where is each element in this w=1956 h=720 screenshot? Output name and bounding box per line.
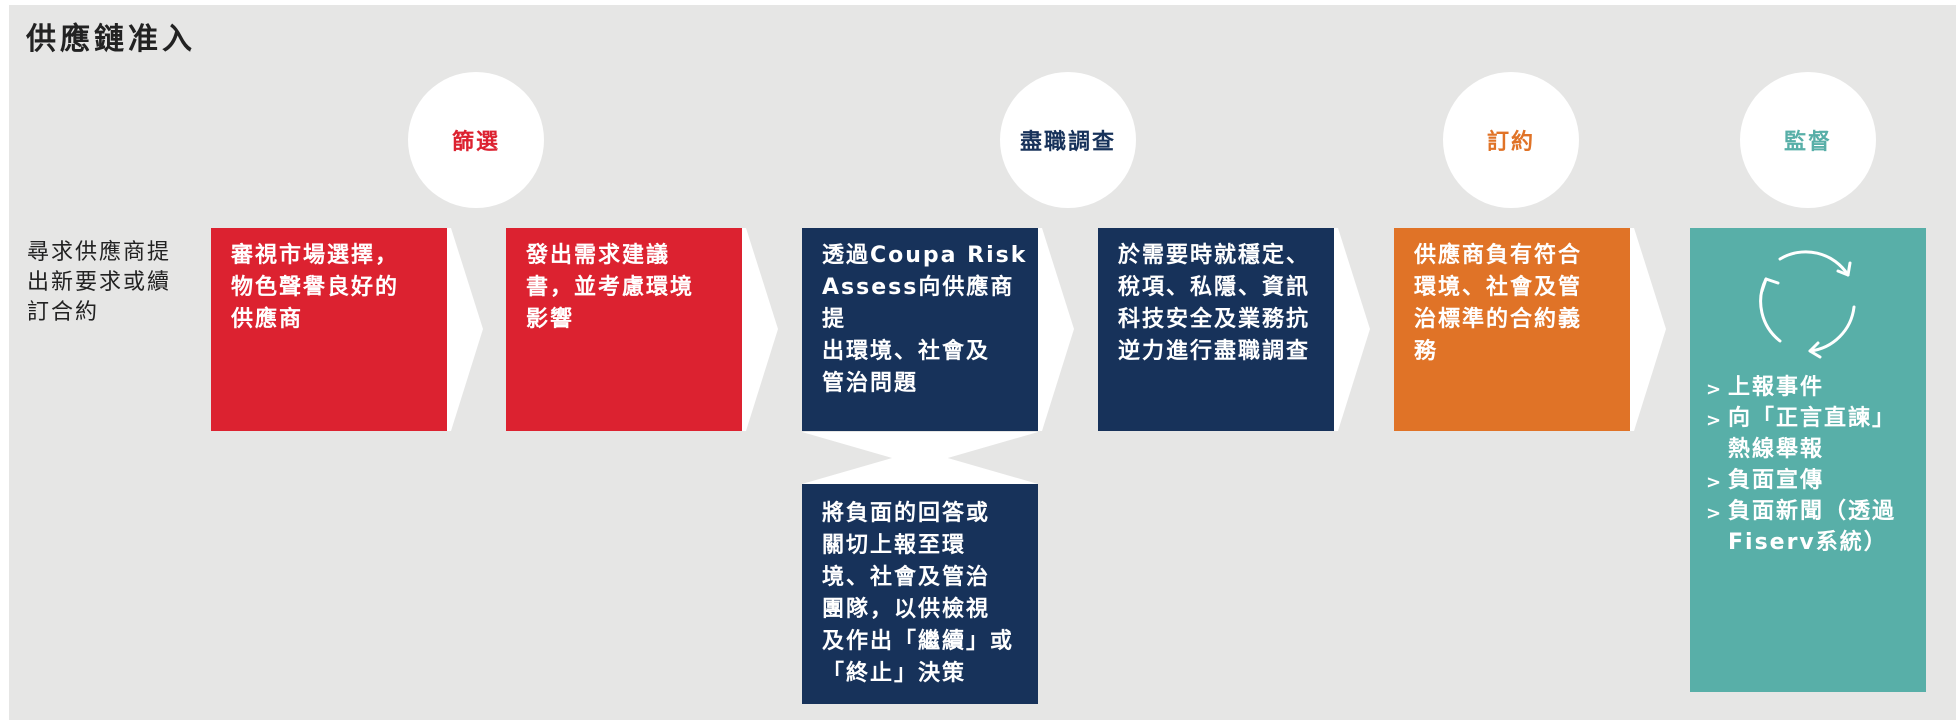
trigger-label: 尋求供應商提出新要求或續訂合約 (27, 240, 172, 325)
stage-contracting: 訂約 (1443, 72, 1579, 208)
chevron-arrow (742, 228, 778, 431)
monitoring-list: >上報事件 >向「正言直諫」熱線舉報 >負面宣傳 >負面新聞（透過Fiserv系… (1706, 372, 1918, 558)
stage-screening: 篩選 (408, 72, 544, 208)
chevron-right-icon: > (1706, 410, 1724, 431)
chevron-right-icon: > (1706, 379, 1724, 400)
step-box-contract-obligation: 供應商負有符合 環境、社會及管 治標準的合約義 務 (1394, 228, 1630, 431)
down-chevron-arrow (802, 432, 1038, 484)
stage-due-diligence: 盡職調查 (1000, 72, 1136, 208)
chevron-arrow (1038, 228, 1074, 431)
monitoring-item: >負面宣傳 (1706, 465, 1918, 496)
chevron-arrow (1334, 228, 1370, 431)
step-box-escalation: 將負面的回答或 關切上報至環 境、社會及管治 團隊，以供檢視 及作出「繼續」或 … (802, 484, 1038, 704)
step-box-coupa-risk: 透過Coupa Risk Assess向供應商提 出環境、社會及 管治問題 (802, 228, 1038, 431)
chevron-arrow (447, 228, 483, 431)
step-box-market-review: 審視市場選擇， 物色聲譽良好的 供應商 (211, 228, 447, 431)
monitoring-item: >負面新聞（透過Fiserv系統） (1706, 499, 1897, 555)
page-title: 供應鏈准入 (26, 22, 196, 57)
stage-monitoring: 監督 (1740, 72, 1876, 208)
refresh-cycle-icon (1759, 250, 1856, 359)
chevron-right-icon: > (1706, 503, 1724, 524)
chevron-right-icon: > (1706, 472, 1724, 493)
monitoring-item: >上報事件 (1706, 372, 1918, 403)
chevron-arrow (1630, 228, 1666, 431)
monitoring-item: >向「正言直諫」熱線舉報 (1706, 406, 1897, 462)
step-box-rfp: 發出需求建議 書，並考慮環境 影響 (506, 228, 742, 431)
monitoring-box (1690, 228, 1926, 692)
step-box-due-diligence: 於需要時就穩定、 稅項、私隱、資訊 科技安全及業務抗 逆力進行盡職調查 (1098, 228, 1334, 431)
